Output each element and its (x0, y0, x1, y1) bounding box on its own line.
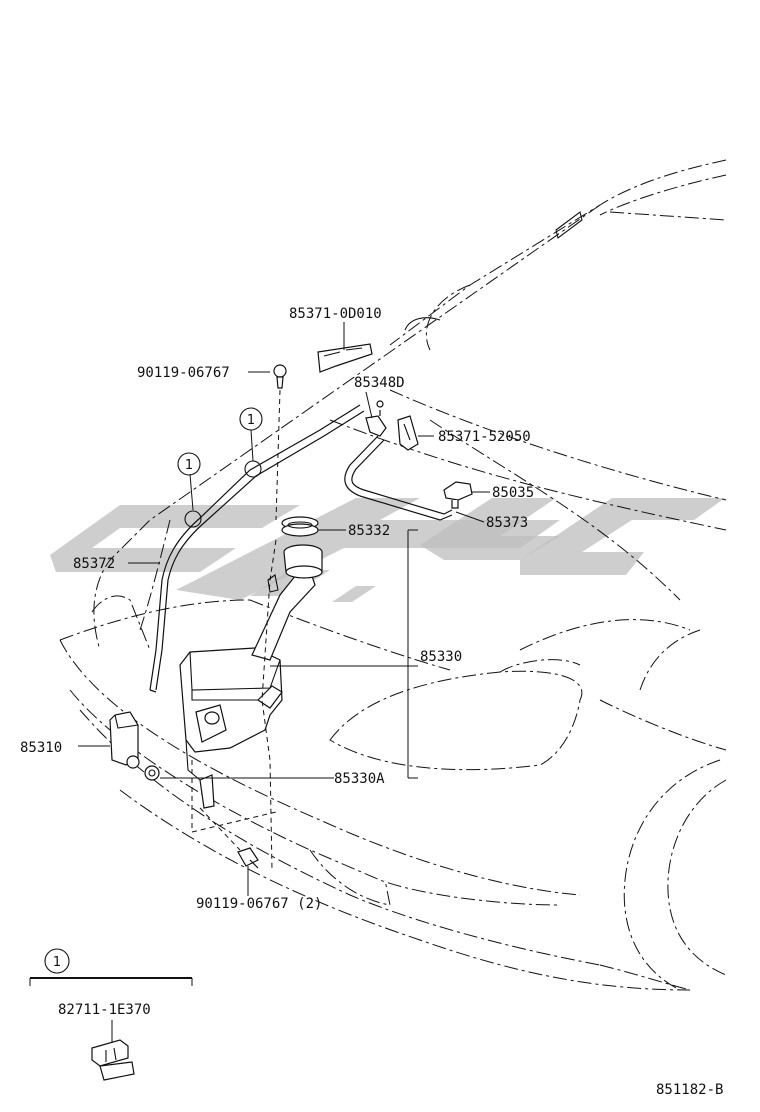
car-body-outline (59, 159, 727, 991)
hose-clamp-85371-52050 (397, 415, 419, 451)
label-85371-0D010: 85371-0D010 (289, 306, 382, 322)
callout-1-right: 1 (239, 407, 263, 431)
label-85035: 85035 (492, 485, 534, 501)
label-85372: 85372 (73, 556, 115, 572)
label-85348D: 85348D (354, 375, 405, 391)
hose-joint-85348D (365, 400, 387, 437)
wiring-clip-82711-1E370 (91, 1039, 135, 1081)
label-90119-06767-2: 90119-06767 (2) (196, 896, 322, 912)
washer-cap (281, 516, 319, 537)
bolt-90119-06767-upper (261, 364, 287, 871)
label-90119-06767: 90119-06767 (137, 365, 230, 381)
label-82711-1E370: 82711-1E370 (58, 1002, 151, 1018)
leader-lines (78, 322, 490, 896)
label-85371-52050: 85371-52050 (438, 429, 531, 445)
washer-tank (179, 647, 283, 809)
washer-hose-85372 (149, 404, 365, 693)
washer-hose-85373 (344, 435, 453, 521)
washer-pump (109, 711, 160, 781)
washer-nozzle-85035 (443, 481, 473, 509)
callout-number: 1 (247, 413, 255, 428)
label-85330: 85330 (420, 649, 462, 665)
callout-number: 1 (185, 458, 193, 473)
label-85332: 85332 (348, 523, 390, 539)
inset-callout-number: 1 (53, 955, 61, 970)
label-85373: 85373 (486, 515, 528, 531)
hose-clamp-85371-0D010 (317, 343, 373, 373)
callout-1-left: 1 (177, 452, 201, 476)
filler-neck (251, 544, 323, 661)
diagram-code: 851182-B (656, 1082, 723, 1098)
detail-inset-1: 1 82711-1E370 (29, 948, 193, 1081)
label-85310: 85310 (20, 740, 62, 756)
bolt-90119-06767-lower (191, 760, 277, 869)
label-85330A: 85330A (334, 771, 385, 787)
